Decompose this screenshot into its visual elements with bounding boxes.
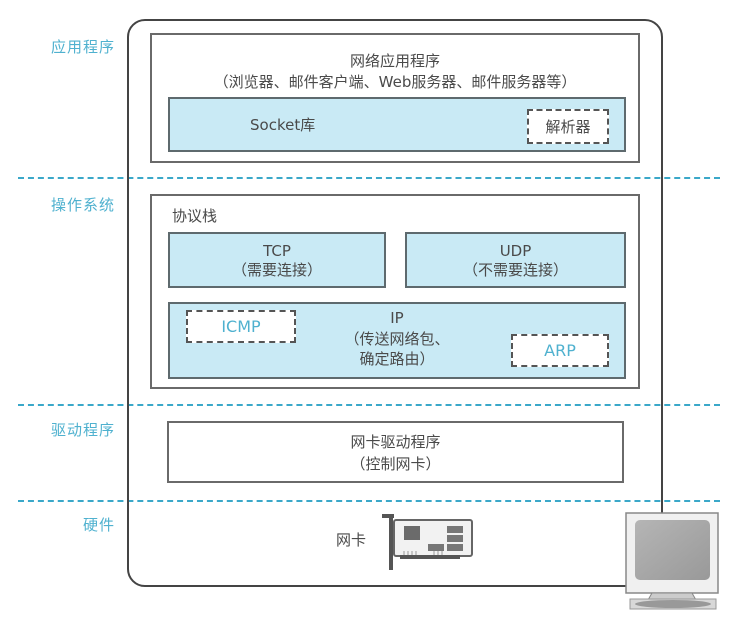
layer-label-os: 操作系统 xyxy=(50,196,115,214)
computer-frame xyxy=(127,19,663,587)
protocol-stack-box: 协议栈 TCP （需要连接） UDP （不需要连接） IP （传送网络包、 确定… xyxy=(150,194,640,389)
udp-desc: （不需要连接） xyxy=(462,261,568,279)
ip-name: IP xyxy=(390,309,404,327)
computer-monitor-icon xyxy=(625,512,719,610)
layer-label-application: 应用程序 xyxy=(50,38,115,56)
layer-label-hardware: 硬件 xyxy=(82,516,115,534)
application-box: 网络应用程序 （浏览器、邮件客户端、Web服务器、邮件服务器等） Socket库… xyxy=(150,33,640,163)
nic-driver-box: 网卡驱动程序 （控制网卡） xyxy=(167,421,624,483)
arp-box: ARP xyxy=(511,334,609,367)
nic-driver-subtitle: （控制网卡） xyxy=(350,455,441,473)
tcp-name: TCP xyxy=(263,242,291,260)
ip-box: IP （传送网络包、 确定路由） ICMP ARP xyxy=(168,302,626,379)
layer-divider xyxy=(18,404,720,406)
ip-desc-line1: （传送网络包、 xyxy=(344,330,450,348)
application-subtitle: （浏览器、邮件客户端、Web服务器、邮件服务器等） xyxy=(213,73,577,91)
icmp-box: ICMP xyxy=(186,310,296,343)
network-card-icon xyxy=(382,514,473,570)
resolver-label: 解析器 xyxy=(545,117,591,136)
icmp-label: ICMP xyxy=(221,316,261,336)
arp-label: ARP xyxy=(544,340,576,360)
tcp-box: TCP （需要连接） xyxy=(168,232,386,288)
ip-desc-line2: 确定路由） xyxy=(359,350,435,368)
layer-divider xyxy=(18,500,720,502)
socket-library-box: Socket库 解析器 xyxy=(168,97,626,152)
nic-label: 网卡 xyxy=(336,531,367,549)
protocol-stack-label: 协议栈 xyxy=(172,207,218,225)
resolver-box: 解析器 xyxy=(527,109,609,144)
tcp-desc: （需要连接） xyxy=(231,261,322,279)
socket-library-label: Socket库 xyxy=(250,116,316,134)
udp-name: UDP xyxy=(499,242,532,260)
application-title: 网络应用程序 xyxy=(349,52,440,70)
udp-box: UDP （不需要连接） xyxy=(405,232,626,288)
layer-label-driver: 驱动程序 xyxy=(50,421,115,439)
layer-divider xyxy=(18,177,720,179)
nic-driver-title: 网卡驱动程序 xyxy=(350,433,441,451)
